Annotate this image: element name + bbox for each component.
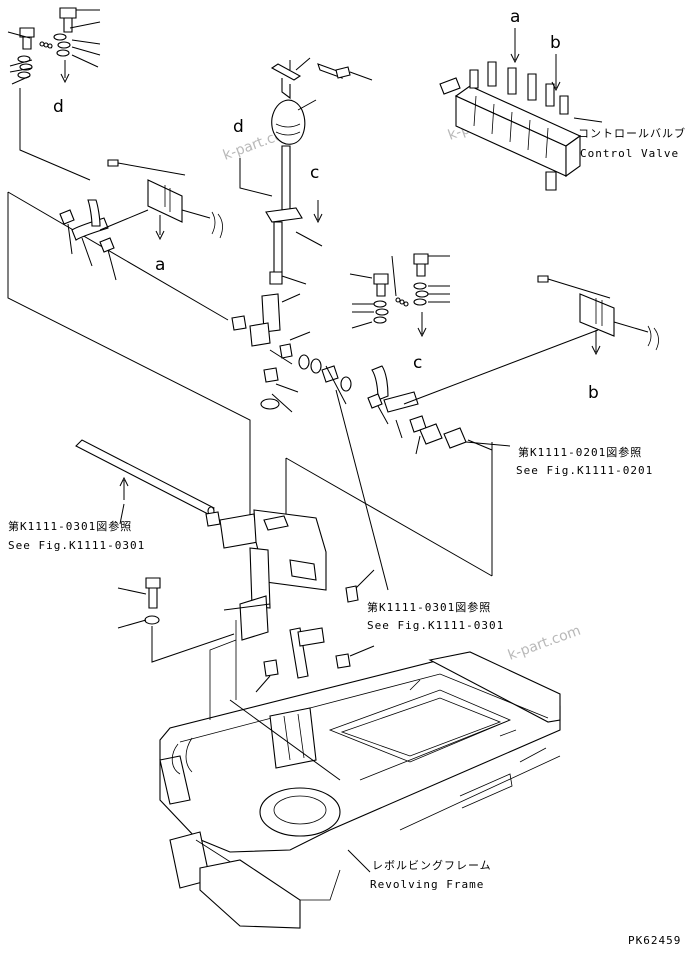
lever-assembly-right: [367, 275, 659, 576]
ref-0301-left-en: See Fig.K1111-0301: [8, 539, 145, 552]
bolt-washer-stack-topleft: [7, 7, 101, 85]
long-rod: [75, 439, 221, 527]
revolving-frame: [159, 620, 561, 929]
ref-0201-en: See Fig.K1111-0201: [516, 464, 653, 477]
assembly-outline-left: [7, 192, 251, 540]
revolving-frame-label-en: Revolving Frame: [370, 878, 484, 891]
shaft-bushing-set: [231, 293, 389, 591]
center-lever: [239, 57, 373, 285]
ref-0301-mid-jp: 第K1111-0301図参照: [367, 600, 491, 614]
callout-d-mid: d: [233, 117, 244, 137]
bolt-washer-stack-right: [349, 253, 450, 338]
callout-a-left: a: [155, 255, 165, 275]
callout-d-left: d: [53, 97, 64, 117]
revolving-frame-label-jp: レボルビングフレーム: [372, 858, 492, 872]
callout-b-right: b: [588, 383, 599, 403]
callout-c-mid: c: [310, 163, 319, 183]
ref-0301-mid-en: See Fig.K1111-0301: [367, 619, 504, 632]
control-valve-label-en: Control Valve: [580, 147, 679, 160]
bracket-assembly: [219, 457, 493, 693]
bolt-washer-lower-left: [117, 577, 235, 663]
ref-0201-jp: 第K1111-0201図参照: [518, 445, 642, 459]
control-valve: [439, 61, 603, 191]
callout-b-top: b: [550, 33, 561, 53]
ref-0301-left-jp: 第K1111-0301図参照: [8, 519, 132, 533]
leader-line: [19, 88, 91, 181]
control-valve-label-jp: コントロールバルブ: [578, 126, 686, 140]
watermark-3: k-part.com: [506, 623, 583, 664]
drawing-code: PK62459: [628, 934, 681, 947]
callout-c-right: c: [413, 353, 422, 373]
lever-assembly-left: [59, 159, 223, 281]
callout-a-top: a: [510, 7, 520, 27]
